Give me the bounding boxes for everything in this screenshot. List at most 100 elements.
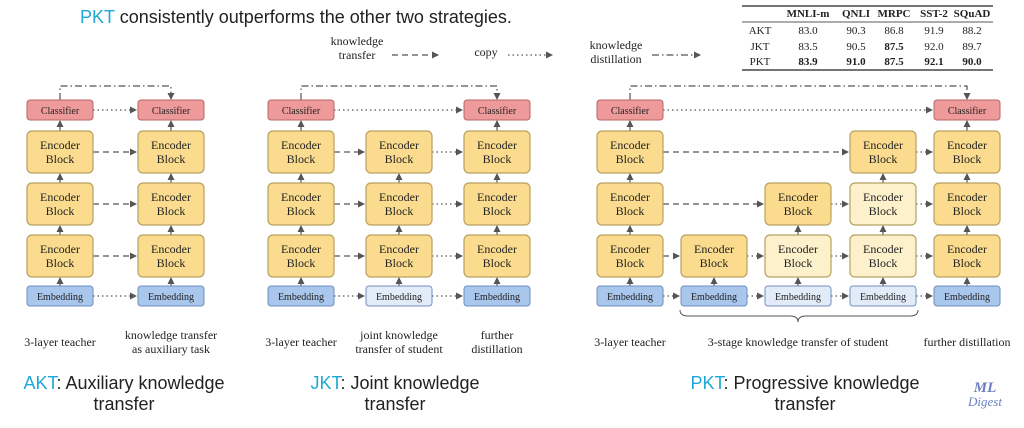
table-cell: 83.9 xyxy=(798,56,818,68)
embedding-label: Embedding xyxy=(37,292,83,303)
embedding-label: Embedding xyxy=(944,292,990,303)
embedding-label: Embedding xyxy=(148,292,194,303)
table-row-name: JKT xyxy=(751,41,770,53)
encoder-block xyxy=(267,130,335,174)
classifier-block xyxy=(596,99,664,121)
caption-jkt: JKT: Joint knowledge transfer xyxy=(270,373,520,415)
embedding-label: Embedding xyxy=(607,292,653,303)
label-akt-teacher: 3-layer teacher xyxy=(24,335,96,349)
caption-jkt-accent: JKT xyxy=(310,373,341,393)
embedding-block xyxy=(596,285,664,307)
table-cell: 89.7 xyxy=(962,41,982,53)
table-header-cell: MRPC xyxy=(878,8,911,20)
embedding-block xyxy=(849,285,917,307)
classifier-block xyxy=(137,99,205,121)
encoder-block xyxy=(365,130,433,174)
label-pkt-stages: 3-stage knowledge transfer of student xyxy=(708,335,889,349)
encoder-block xyxy=(596,182,664,226)
table-cell: 83.5 xyxy=(798,41,818,53)
classifier-label: Classifier xyxy=(948,106,987,117)
block-layer xyxy=(26,99,1001,307)
embedding-block xyxy=(26,285,94,307)
encoder-block xyxy=(463,234,531,278)
connector-layer xyxy=(56,5,993,323)
label-pkt-further: further distillation xyxy=(924,335,1011,349)
classifier-block xyxy=(933,99,1001,121)
classifier-block xyxy=(26,99,94,121)
table-cell: 87.5 xyxy=(884,56,904,68)
table-cell: 92.0 xyxy=(924,41,944,53)
label-pkt-teacher: 3-layer teacher xyxy=(594,335,666,349)
table-cell: 90.5 xyxy=(846,41,866,53)
classifier-block xyxy=(267,99,335,121)
encoder-block xyxy=(365,182,433,226)
table-header-cell: QNLI xyxy=(842,8,870,20)
encoder-block xyxy=(680,234,748,278)
encoder-block xyxy=(933,182,1001,226)
embedding-label: Embedding xyxy=(474,292,520,303)
embedding-block xyxy=(933,285,1001,307)
classifier-label: Classifier xyxy=(611,106,650,117)
encoder-block xyxy=(463,130,531,174)
encoder-block xyxy=(764,234,832,278)
embedding-label: Embedding xyxy=(860,292,906,303)
table-header-cell: SQuAD xyxy=(954,8,991,20)
table-cell: 86.8 xyxy=(884,25,904,37)
encoder-block xyxy=(137,182,205,226)
encoder-block xyxy=(267,234,335,278)
table-cell: 87.5 xyxy=(884,41,904,53)
table-cell: 91.9 xyxy=(924,25,944,37)
embedding-block xyxy=(764,285,832,307)
encoder-block xyxy=(596,234,664,278)
embedding-label: Embedding xyxy=(691,292,737,303)
table-cell: 92.1 xyxy=(924,56,943,68)
encoder-block xyxy=(849,234,917,278)
encoder-block xyxy=(764,182,832,226)
embedding-block xyxy=(680,285,748,307)
encoder-block xyxy=(933,234,1001,278)
encoder-block xyxy=(137,234,205,278)
table-row-name: PKT xyxy=(750,56,771,68)
distillation-arrow xyxy=(629,85,971,100)
headline-text: consistently outperforms the other two s… xyxy=(114,7,512,27)
caption-akt-text: : Auxiliary knowledge transfer xyxy=(56,373,225,414)
encoder-block xyxy=(26,234,94,278)
encoder-block xyxy=(26,182,94,226)
encoder-block xyxy=(137,130,205,174)
table-cell: 88.2 xyxy=(962,25,981,37)
headline-accent: PKT xyxy=(80,7,115,27)
encoder-block xyxy=(463,182,531,226)
label-jkt-teacher: 3-layer teacher xyxy=(265,335,337,349)
classifier-label: Classifier xyxy=(41,106,80,117)
encoder-block xyxy=(26,130,94,174)
logo-line2: Digest xyxy=(968,394,1002,409)
legend-copy-label: copy xyxy=(474,45,497,59)
distillation-arrow xyxy=(300,85,501,100)
headline: PKT consistently outperforms the other t… xyxy=(80,7,512,28)
encoder-block xyxy=(365,234,433,278)
table-header-cell: SST-2 xyxy=(920,8,948,20)
